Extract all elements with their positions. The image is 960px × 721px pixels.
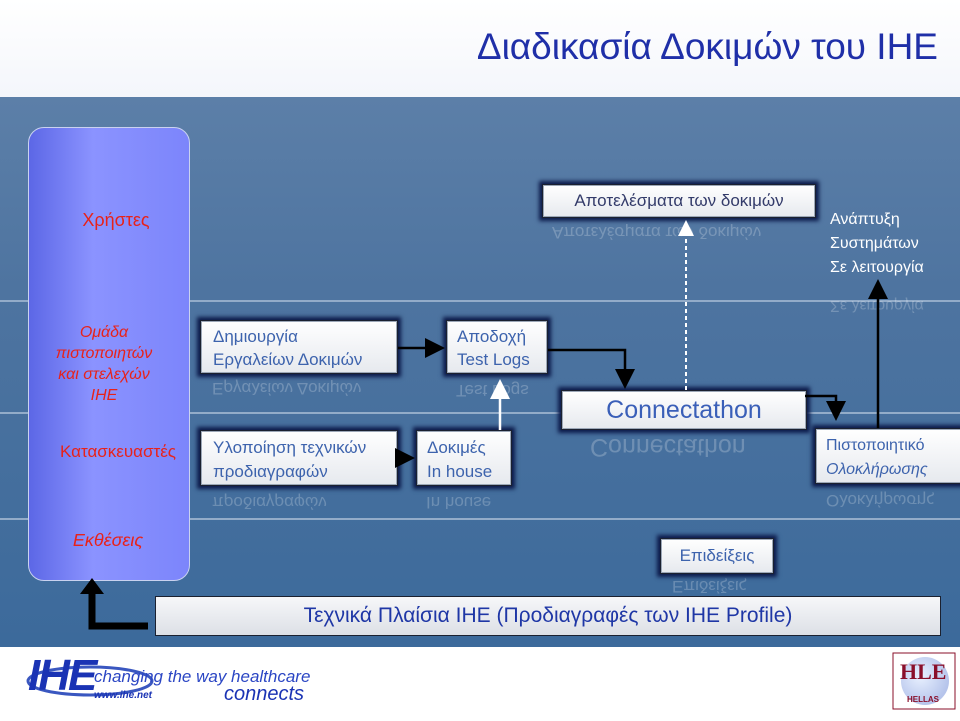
certificate-box: Πιστοποιητικό Ολοκλήρωσης	[815, 428, 960, 484]
inhouse-line: Δοκιμές	[427, 438, 486, 457]
lane-panel	[28, 127, 190, 581]
lane-vendors: Κατασκευαστές	[60, 442, 176, 461]
results-box: Αποτελέσματα των δοκιμών	[542, 184, 816, 218]
inhouse-box: Δοκιμές In house	[416, 430, 512, 486]
connectathon-box: Connectathon	[561, 390, 807, 430]
tool-creation-box: Δημιουργία Εργαλείων Δοκιμών	[200, 320, 398, 374]
hellas-logo-globe	[901, 657, 949, 705]
implementation-line: Υλοποίηση τεχνικών	[213, 438, 367, 457]
tool-creation-line: Εργαλείων Δοκιμών	[213, 350, 363, 369]
acceptance-line: Test Logs	[457, 350, 530, 369]
row-divider	[0, 518, 960, 520]
ihe-url[interactable]: www.ihe.net	[94, 690, 152, 701]
footer: IHE changing the way healthcare connects…	[0, 645, 960, 716]
ihe-tagline-bottom: connects	[224, 683, 305, 705]
certificate-line: Ολοκλήρωσης	[826, 461, 928, 478]
row-divider	[0, 300, 960, 302]
footer-graphics	[0, 645, 960, 710]
deployment-line: Ανάπτυξη	[830, 211, 900, 228]
hellas-logo-text: HELLAS	[907, 695, 939, 704]
certificate-line: Πιστοποιητικό	[826, 437, 925, 454]
lane-ihe-team-line: πιστοποιητών	[55, 345, 153, 362]
title-bar: Διαδικασία Δοκιμών του IHE	[0, 0, 960, 97]
tool-creation-line: Δημιουργία	[213, 327, 298, 346]
frameworks-bar: Τεχνικά Πλαίσια IHE (Προδιαγραφές των IH…	[155, 596, 941, 636]
lane-ihe-team: Ομάδα πιστοποιητών και στελεχών IHE	[28, 322, 180, 406]
lane-ihe-team-line: Ομάδα	[79, 324, 129, 341]
acceptance-box: Αποδοχή Test Logs	[446, 320, 548, 374]
row-divider	[0, 412, 960, 414]
acceptance-line: Αποδοχή	[457, 327, 527, 346]
hellas-logo: HLE	[900, 659, 947, 684]
arrow-acceptance-to-connectathon	[548, 348, 635, 389]
implementation-line: προδιαγραφών	[213, 462, 328, 481]
inhouse-line: In house	[427, 462, 493, 481]
arrow-frameworks-to-exhibitions	[88, 590, 148, 630]
page-title: Διαδικασία Δοκιμών του IHE	[476, 26, 938, 67]
arrow-connectathon-to-certificate	[805, 394, 846, 421]
lane-ihe-team-line: και στελεχών	[58, 366, 150, 383]
deployment-line: Σε λειτουργία	[830, 259, 924, 276]
ihe-logo-swoosh	[26, 665, 154, 697]
demos-box: Επιδείξεις	[660, 538, 774, 574]
ihe-tagline-top: changing the way healthcare	[94, 667, 311, 686]
lane-exhibitions: Εκθέσεις	[72, 530, 144, 550]
deployment-line: Συστημάτων	[830, 235, 919, 252]
lane-users: Χρήστες	[82, 210, 150, 230]
ihe-logo: IHE	[28, 651, 97, 700]
deployment-text: Ανάπτυξη Συστημάτων Σε λειτουργία	[830, 208, 924, 280]
implementation-box: Υλοποίηση τεχνικών προδιαγραφών	[200, 430, 398, 486]
lane-ihe-team-line: IHE	[90, 387, 118, 404]
